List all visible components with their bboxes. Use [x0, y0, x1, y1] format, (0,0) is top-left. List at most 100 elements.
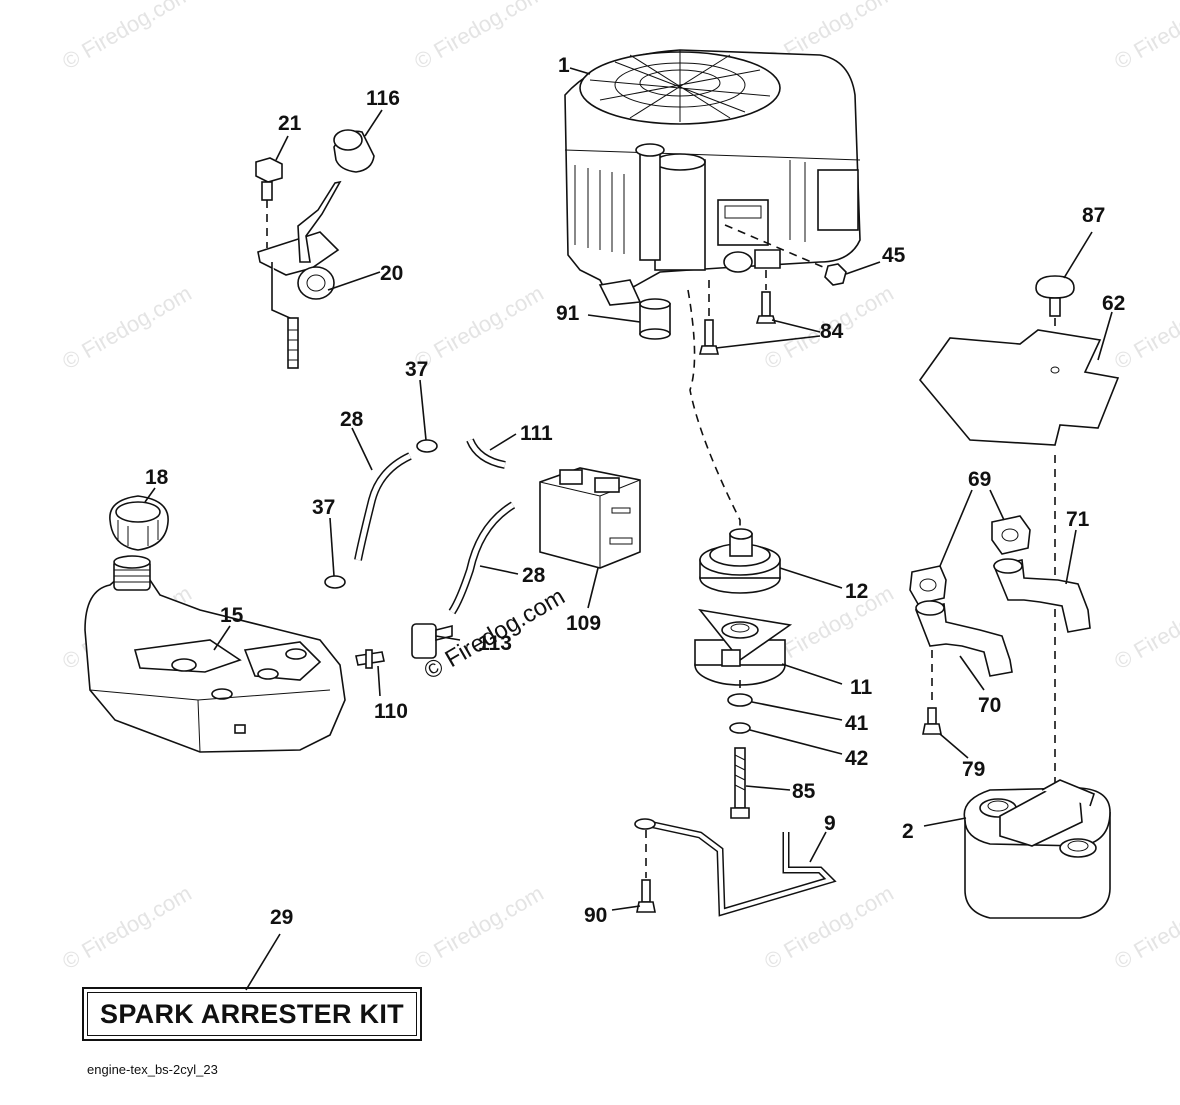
- bushing-91-part: [639, 298, 671, 340]
- canister-109-part: [539, 467, 641, 569]
- callout-29: 29: [270, 906, 293, 929]
- callout-85: 85: [792, 780, 816, 803]
- leader-line: [959, 655, 985, 691]
- watermark: © Firedog.com: [410, 880, 548, 974]
- callout-37-lower: 37: [312, 496, 335, 519]
- washer-41-part: [727, 693, 753, 707]
- callout-42: 42: [845, 747, 868, 770]
- fuel-cap-18-part: [109, 495, 169, 551]
- leader-line: [489, 433, 517, 451]
- callout-21: 21: [278, 112, 302, 135]
- bolts-84-part: [698, 270, 777, 355]
- leader-line: [377, 665, 381, 697]
- leader-line: [569, 67, 591, 75]
- leader-line: [751, 701, 843, 721]
- throttle-control-part: [257, 180, 342, 369]
- fuel-tank-15-part: [84, 555, 346, 753]
- callout-11: 11: [850, 676, 873, 699]
- bolt-90-part: [636, 830, 656, 913]
- leader-line: [923, 817, 967, 827]
- leader-line: [781, 663, 843, 685]
- leader-line: [1097, 311, 1113, 361]
- heat-shield-62-part: [918, 329, 1120, 446]
- leader-line: [587, 314, 641, 323]
- leader-line: [435, 635, 461, 641]
- callout-41: 41: [845, 712, 869, 735]
- watermark: © Firedog.com: [1110, 0, 1180, 74]
- fuel-line-28-upper-part: [354, 452, 412, 561]
- bolt-21-part: [255, 157, 283, 248]
- callout-69: 69: [968, 468, 991, 491]
- gasket-69-right-part: [991, 515, 1031, 555]
- callout-28-upper: 28: [340, 408, 364, 431]
- leader-line: [1065, 529, 1077, 585]
- diagram-reference-code: engine-tex_bs-2cyl_23: [87, 1062, 218, 1077]
- callout-2: 2: [902, 820, 914, 843]
- callout-15: 15: [220, 604, 244, 627]
- callout-87: 87: [1082, 204, 1105, 227]
- hose-111-part: [466, 438, 506, 469]
- leader-line: [779, 567, 843, 589]
- callout-18: 18: [145, 466, 169, 489]
- callout-79: 79: [962, 758, 985, 781]
- callout-91: 91: [556, 302, 580, 325]
- leader-line: [715, 335, 821, 349]
- leader-line: [245, 933, 281, 991]
- leader-line: [611, 905, 641, 911]
- watermark: © Firedog.com: [410, 280, 548, 374]
- leader-line: [771, 319, 821, 333]
- exhaust-pipe-71-part: [992, 558, 1091, 633]
- callout-111: 111: [520, 422, 553, 445]
- watermark: © Firedog.com: [58, 280, 196, 374]
- callout-layer: 1 2 9 11 12 15 18 20 21 28 28 29 37 37 4…: [145, 54, 1125, 929]
- bolt-79-part: [922, 650, 942, 735]
- callout-20: 20: [380, 262, 403, 285]
- leader-line: [327, 271, 381, 291]
- nut-45-part: [724, 224, 847, 286]
- leader-line: [351, 427, 373, 471]
- gasket-69-left-part: [909, 565, 947, 605]
- knob-116-part: [333, 129, 375, 173]
- bolt-85-part: [730, 747, 750, 819]
- watermark: © Firedog.com: [58, 880, 196, 974]
- callout-9: 9: [824, 812, 836, 835]
- leader-line: [419, 379, 427, 441]
- clamp-37-lower-part: [324, 575, 346, 589]
- callout-62: 62: [1102, 292, 1125, 315]
- leader-line: [845, 261, 881, 275]
- callout-45: 45: [882, 244, 906, 267]
- leader-line: [275, 135, 289, 161]
- callout-116: 116: [366, 87, 400, 110]
- callout-28-lower: 28: [522, 564, 546, 587]
- leader-line: [364, 109, 383, 137]
- spark-arrester-kit-box: SPARK ARRESTER KIT: [82, 987, 422, 1041]
- leader-line: [939, 733, 969, 759]
- callout-12: 12: [845, 580, 868, 603]
- bracket-9-part: [634, 818, 837, 917]
- washer-42-part: [729, 722, 751, 734]
- leader-line: [809, 831, 827, 863]
- leader-line: [1063, 231, 1093, 279]
- exhaust-pipe-70-part: [914, 600, 1013, 677]
- fuel-line-28-lower-part: [448, 501, 516, 615]
- leader-line: [745, 785, 791, 791]
- pulley-12-part: [699, 528, 781, 594]
- callout-90: 90: [584, 904, 607, 927]
- callout-71: 71: [1066, 508, 1090, 531]
- leader-line: [587, 567, 599, 609]
- muffler-2-part: [963, 779, 1111, 919]
- leader-line: [213, 625, 231, 651]
- callout-110: 110: [374, 700, 408, 723]
- callout-84: 84: [820, 320, 844, 343]
- watermark: © Firedog.com: [58, 0, 196, 74]
- callout-113: 113: [478, 632, 512, 655]
- leader-line: [749, 729, 843, 755]
- leader-line: [144, 487, 156, 503]
- watermark: © Firedog.com: [410, 0, 548, 74]
- leader-line: [939, 489, 973, 567]
- clamp-37-upper-part: [416, 439, 438, 453]
- fitting-110-part: [355, 649, 385, 669]
- clutch-11-part: [694, 608, 793, 686]
- callout-109: 109: [566, 612, 601, 635]
- leader-line: [479, 565, 519, 575]
